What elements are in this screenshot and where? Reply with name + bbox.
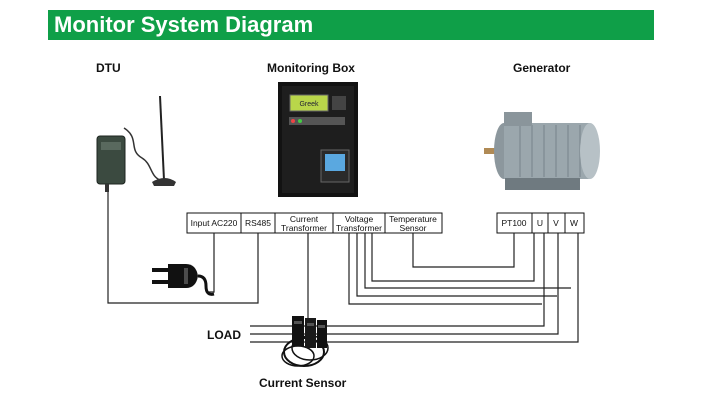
- terminal-w: W: [564, 212, 585, 234]
- generator-terminal-box: [504, 112, 532, 126]
- dtu-antenna-base: [152, 178, 176, 186]
- terminal-block: Input AC220 RS485 Current Transformer Vo…: [186, 212, 585, 234]
- diagram-title: Monitor System Diagram: [54, 12, 314, 37]
- wire-dtu-rs485: [107, 192, 259, 304]
- generator-rear-face: [580, 123, 600, 179]
- wire-load-u: [250, 233, 545, 327]
- dtu-antenna: [159, 95, 165, 181]
- terminal-rs485: RS485: [240, 212, 276, 234]
- svg-text:Sensor: Sensor: [400, 223, 427, 233]
- generator-base: [505, 178, 580, 190]
- monitoring-box-led-red: [291, 119, 295, 123]
- terminal-voltage-transformer: Voltage Transformer: [332, 212, 386, 234]
- dtu-connector: [105, 184, 109, 192]
- monitoring-box-keypad: [332, 96, 346, 110]
- generator-body: [504, 123, 590, 179]
- monitoring-box-button-row: [289, 117, 345, 125]
- svg-text:Transformer: Transformer: [281, 223, 327, 233]
- generator-shaft: [484, 148, 498, 154]
- svg-text:Input AC220: Input AC220: [191, 218, 238, 228]
- wire-vt-2: [356, 233, 557, 297]
- svg-text:U: U: [537, 218, 543, 228]
- lcd-text: Greek: [299, 101, 319, 108]
- svg-text:Transformer: Transformer: [336, 223, 382, 233]
- terminal-u: U: [531, 212, 549, 234]
- terminal-temperature-sensor: Temperature Sensor: [384, 212, 443, 234]
- svg-text:Voltage: Voltage: [345, 214, 374, 224]
- power-plug-icon: [152, 264, 215, 296]
- power-meter-display: [325, 154, 345, 171]
- monitoring-box-lcd: [289, 94, 329, 112]
- dtu-device: [96, 95, 176, 192]
- wire-vt-1: [348, 233, 542, 305]
- dtu-label: DTU: [96, 61, 121, 75]
- generator-device: [484, 112, 600, 190]
- wire-pt100: [412, 233, 515, 268]
- terminal-pt100: PT100: [496, 212, 533, 234]
- monitoring-box-led-green: [298, 119, 302, 123]
- wire-vt-4: [371, 233, 535, 282]
- svg-text:V: V: [553, 218, 559, 228]
- svg-text:RS485: RS485: [245, 218, 271, 228]
- wire-load-w: [250, 233, 579, 343]
- svg-text:W: W: [570, 218, 578, 228]
- current-sensor-label: Current Sensor: [259, 376, 347, 390]
- title-bar: Monitor System Diagram: [48, 10, 654, 40]
- monitoring-box-label: Monitoring Box: [267, 61, 355, 75]
- generator-label: Generator: [513, 61, 571, 75]
- svg-text:PT100: PT100: [501, 218, 526, 228]
- dtu-panel: [101, 142, 121, 150]
- load-label: LOAD: [207, 328, 241, 342]
- wires: [107, 192, 579, 343]
- wire-vt-3: [364, 233, 571, 289]
- terminal-current-transformer: Current Transformer: [274, 212, 334, 234]
- svg-text:Current: Current: [290, 214, 319, 224]
- wire-ac220-plug: [208, 233, 215, 293]
- svg-text:Temperature: Temperature: [389, 214, 437, 224]
- terminal-input-ac220: Input AC220: [186, 212, 242, 234]
- dtu-cable: [123, 127, 161, 181]
- wire-load-v: [250, 233, 559, 335]
- current-sensor-device: [281, 316, 329, 367]
- monitoring-box-device: Greek: [278, 82, 358, 197]
- terminal-v: V: [547, 212, 566, 234]
